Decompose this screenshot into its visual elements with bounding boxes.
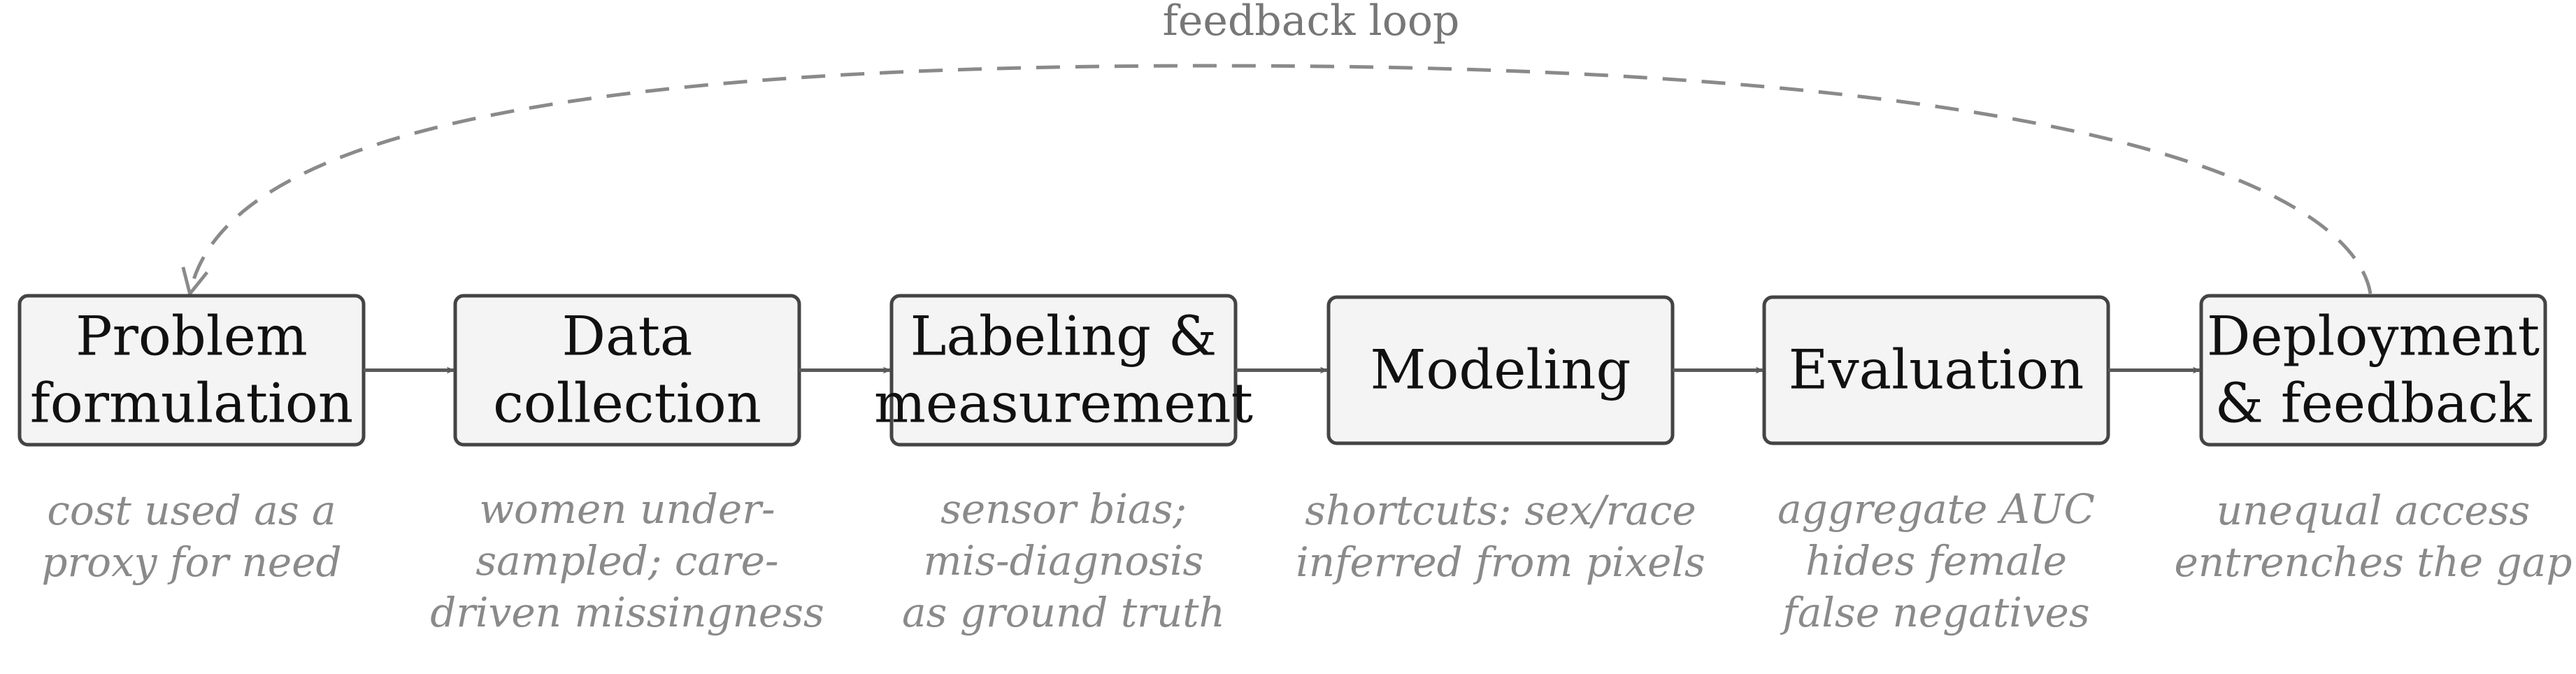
- stage-note-line: as ground truth: [902, 589, 1225, 636]
- stage-label-line: Evaluation: [1789, 339, 2084, 402]
- stage-box: [2199, 294, 2547, 447]
- stage-evaluation: Evaluation: [1762, 295, 2110, 445]
- stage-note-line: unequal access: [2217, 487, 2530, 534]
- stage-note-line: driven missingness: [430, 589, 824, 636]
- stage-note-line: sampled; care-: [475, 537, 778, 585]
- stage-label-line: Deployment: [2207, 306, 2540, 368]
- feedback-loop-arc: [190, 64, 2373, 294]
- stage-label-line: Labeling &: [910, 306, 1217, 368]
- stage-label-line: Modeling: [1371, 339, 1631, 402]
- stage-note-line: entrenches the gap: [2174, 538, 2572, 586]
- stage-note-line: women under-: [479, 485, 775, 533]
- stage-label-line: Problem: [76, 306, 308, 368]
- stage-label-line: Data: [562, 306, 693, 368]
- stage-label-line: & feedback: [2215, 373, 2532, 436]
- stage-note-line: shortcuts: sex/race: [1305, 487, 1696, 534]
- stage-note-line: hides female: [1805, 537, 2067, 585]
- stage-deployment: Deployment& feedback: [2199, 294, 2547, 447]
- stage-note-line: sensor bias;: [940, 485, 1187, 533]
- stage-note-line: false negatives: [1780, 589, 2089, 636]
- stage-note-line: aggregate AUC: [1777, 485, 2095, 533]
- note-data: women under-sampled; care-driven missing…: [430, 485, 824, 636]
- stage-modeling: Modeling: [1326, 295, 1675, 445]
- stage-label-line: formulation: [30, 373, 353, 436]
- stage-note-line: mis-diagnosis: [924, 537, 1204, 585]
- stage-note-line: proxy for need: [41, 538, 341, 586]
- stage-note-line: inferred from pixels: [1296, 538, 1705, 586]
- stage-labeling: Labeling &measurement: [874, 294, 1253, 447]
- stage-label-line: measurement: [874, 373, 1253, 436]
- feedback-loop-label: feedback loop: [1163, 0, 1460, 45]
- stage-note-line: cost used as a: [47, 487, 336, 534]
- stage-label-line: collection: [493, 373, 761, 436]
